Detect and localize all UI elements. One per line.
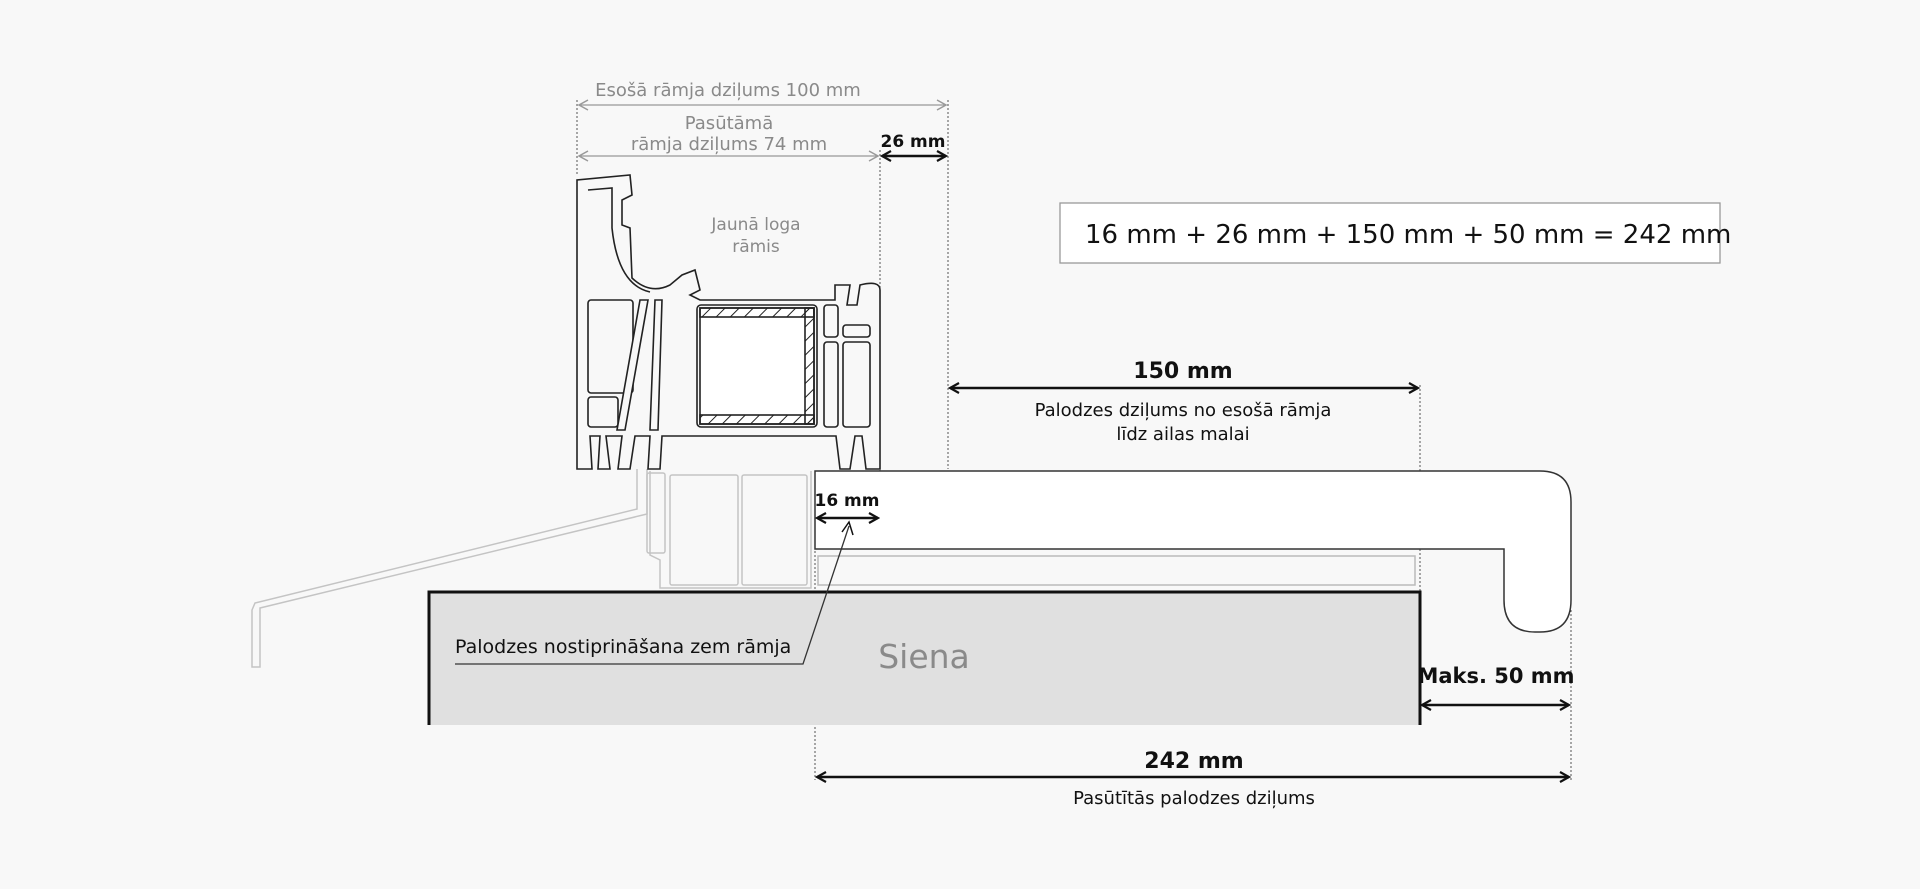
sill-depth-value: 150 mm bbox=[1133, 359, 1232, 384]
overhang-dimension: Maks. 50 mm bbox=[1417, 664, 1575, 705]
total-depth-label: Pasūtītās palodzes dziļums bbox=[1073, 788, 1315, 809]
formula-box: 16 mm + 26 mm + 150 mm + 50 mm = 242 mm bbox=[1059, 202, 1731, 264]
ordered-frame-label-line2: rāmja dziļums 74 mm bbox=[631, 134, 827, 155]
wall: Siena bbox=[427, 590, 1422, 725]
existing-frame-dimension-label: Esošā rāmja dziļums 100 mm bbox=[595, 80, 861, 101]
formula-text: 16 mm + 26 mm + 150 mm + 50 mm = 242 mm bbox=[1085, 220, 1731, 250]
total-depth-value: 242 mm bbox=[1144, 749, 1243, 774]
new-window-frame bbox=[576, 174, 881, 470]
sill-depth-label-line2: līdz ailas malai bbox=[1116, 424, 1249, 445]
existing-frame-dimension: Esošā rāmja dziļums 100 mm bbox=[577, 80, 948, 111]
ordered-frame-label-line1: Pasūtāmā bbox=[685, 113, 774, 134]
total-depth-dimension: 242 mm Pasūtītās palodzes dziļums bbox=[817, 749, 1569, 809]
window-sill bbox=[814, 470, 1572, 633]
sill-depth-label-line1: Palodzes dziļums no esošā rāmja bbox=[1035, 400, 1332, 421]
ordered-frame-dimension: Pasūtāmā rāmja dziļums 74 mm bbox=[577, 113, 880, 162]
new-frame-label-line1: Jaunā loga bbox=[710, 215, 800, 235]
gap-dimension-label: 26 mm bbox=[880, 132, 945, 152]
new-frame-label-line2: rāmis bbox=[732, 237, 780, 257]
sill-depth-dimension: 150 mm Palodzes dziļums no esošā rāmja l… bbox=[950, 359, 1418, 445]
under-frame-label: 16 mm bbox=[814, 491, 879, 511]
wall-label: Siena bbox=[878, 637, 970, 676]
gap-dimension: 26 mm bbox=[880, 132, 946, 156]
mounting-callout: Palodzes nostiprināšana zem rāmja bbox=[455, 520, 854, 665]
under-frame-dimension: 16 mm bbox=[814, 491, 879, 518]
overhang-label: Maks. 50 mm bbox=[1417, 664, 1574, 688]
existing-frame bbox=[251, 469, 812, 668]
mounting-label: Palodzes nostiprināšana zem rāmja bbox=[455, 636, 791, 658]
